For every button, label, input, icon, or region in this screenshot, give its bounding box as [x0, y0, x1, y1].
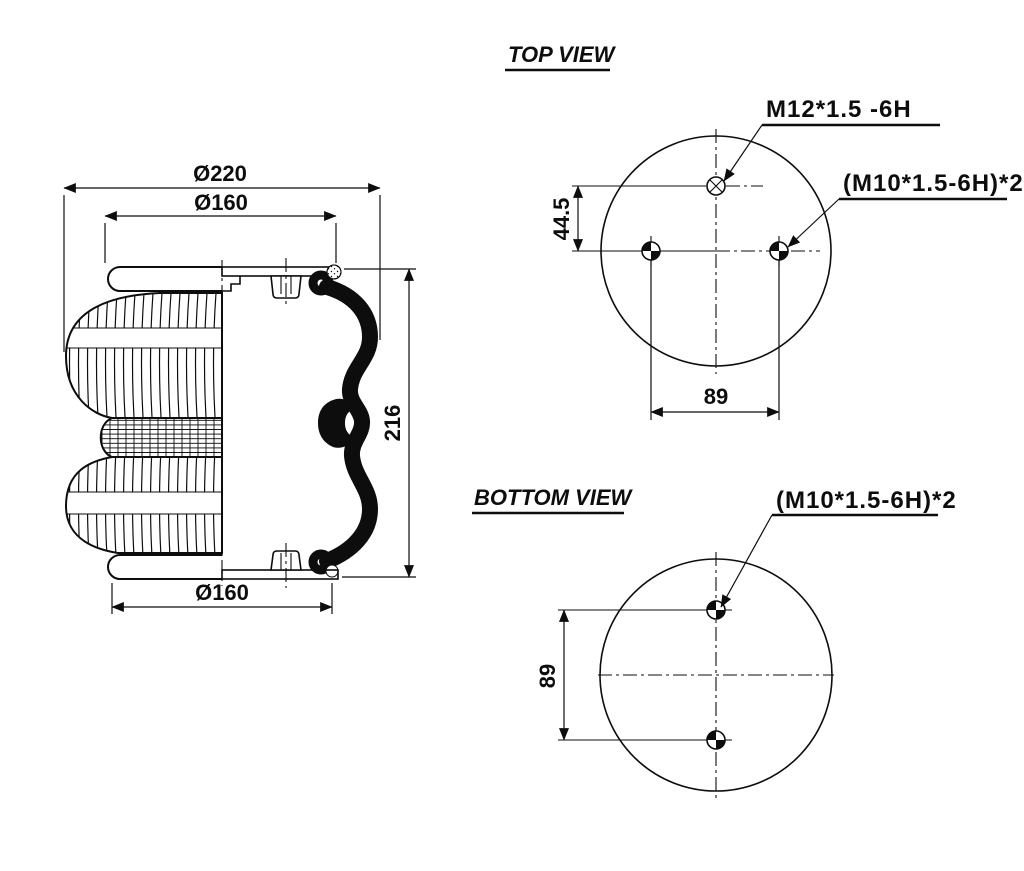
section-view: Ø220 Ø160 216 Ø160 — [63, 161, 416, 614]
m10-thread-callout-bottom-view: (M10*1.5-6H)*2 — [720, 487, 957, 608]
m10-thread-label-top: (M10*1.5-6H)*2 — [843, 170, 1024, 197]
top-plate-step — [222, 276, 241, 292]
top-view-title: TOP VIEW — [508, 42, 617, 67]
dim-total-height: 216 — [342, 268, 416, 578]
dim-hole-spacing-top-view: 89 — [650, 260, 780, 420]
m10-tap-hole-lower-icon — [706, 730, 726, 750]
bellows-left-half — [65, 292, 223, 554]
dim-top-plate-diameter-label: Ø160 — [194, 190, 248, 215]
dim-hole-spacing-bottom-label: 89 — [535, 664, 560, 688]
dim-outer-diameter-label: Ø220 — [193, 161, 247, 186]
m10-tap-hole-upper-icon — [706, 600, 726, 620]
bottom-plate — [106, 554, 222, 580]
bottom-view: BOTTOM VIEW 89 (M10*1.5-6H)*2 — [472, 485, 957, 798]
top-plate — [106, 266, 222, 292]
bottom-bead-core — [325, 564, 339, 578]
dim-top-plate-diameter: Ø160 — [104, 190, 337, 263]
m10-thread-callout-top-view: (M10*1.5-6H)*2 — [787, 170, 1024, 248]
dim-center-offset-label: 44.5 — [549, 198, 574, 241]
m10-thread-label-bottom: (M10*1.5-6H)*2 — [776, 487, 957, 514]
rubber-wall-section — [308, 264, 379, 578]
dim-center-offset: 44.5 — [549, 185, 583, 252]
dim-hole-spacing-bottom-view: 89 — [535, 609, 569, 741]
m12-tap-hole-icon — [706, 176, 726, 196]
blind-nut-bottom — [270, 543, 302, 588]
m12-thread-callout: M12*1.5 -6H — [723, 96, 940, 182]
rubber-wall — [319, 279, 379, 569]
dim-bottom-plate-diameter: Ø160 — [111, 580, 333, 614]
dim-outer-diameter: Ø220 — [63, 161, 381, 352]
blind-nut-top — [270, 258, 302, 306]
dim-hole-spacing-top-label: 89 — [704, 384, 728, 409]
section-right-half — [221, 258, 379, 588]
dim-bottom-plate-diameter-label: Ø160 — [195, 580, 249, 605]
top-view: TOP VIEW 44.5 — [505, 42, 1024, 420]
waist-bead — [318, 398, 352, 448]
m12-thread-label: M12*1.5 -6H — [766, 96, 912, 123]
bottom-view-title: BOTTOM VIEW — [474, 485, 633, 510]
dim-total-height-label: 216 — [380, 405, 405, 442]
